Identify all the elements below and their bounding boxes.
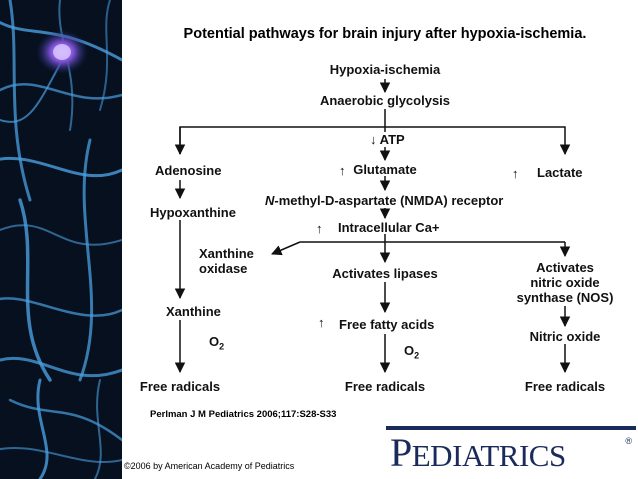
copyright-text: ©2006 by American Academy of Pediatrics [124, 461, 295, 471]
node-hypoxanthine: Hypoxanthine [150, 205, 236, 220]
up-indicator-glutamate: ↑ [339, 163, 346, 178]
node-glutamate: Glutamate [353, 162, 417, 177]
down-indicator: ↓ [370, 132, 377, 147]
node-intracellular-calcium: Intracellular Ca+ [338, 220, 440, 235]
node-nitric-oxide: Nitric oxide [529, 329, 601, 344]
node-adenosine: Adenosine [155, 163, 222, 178]
xanthine-oxidase-line-2: oxidase [199, 261, 248, 276]
up-indicator-lactate: ↑ [512, 166, 519, 181]
node-free-radicals-left: Free radicals [139, 379, 221, 394]
node-free-radicals-right: Free radicals [524, 379, 606, 394]
up-indicator-calcium: ↑ [316, 221, 323, 236]
node-activates-lipases: Activates lipases [332, 266, 438, 281]
logo-wordmark: PEDIATRICS [390, 430, 566, 475]
logo-top-bar [386, 426, 636, 430]
xanthine-oxidase-line-1: Xanthine [199, 246, 254, 261]
node-free-fatty-acids: Free fatty acids [339, 317, 435, 332]
node-lactate: Lactate [537, 165, 583, 180]
citation-text: Perlman J M Pediatrics 2006;117:S28-S33 [150, 409, 337, 420]
nos-line-1: Activates [536, 260, 594, 275]
up-indicator-fatty-acids: ↑ [318, 315, 325, 330]
node-atp: ↓ ATP [370, 132, 405, 147]
nmda-italic-letter: N [265, 193, 275, 208]
nmda-label-rest: -methyl-D-aspartate (NMDA) receptor [274, 193, 504, 208]
node-hypoxia-ischemia: Hypoxia-ischemia [329, 62, 441, 77]
neuron-background-image [0, 0, 122, 479]
node-atp-label: ATP [379, 132, 405, 147]
node-free-radicals-middle: Free radicals [344, 379, 426, 394]
node-anaerobic-glycolysis: Anaerobic glycolysis [319, 93, 451, 108]
neuron-fibers-graphic [0, 0, 122, 479]
arrow-to-xanthine-oxidase [271, 241, 301, 256]
node-nmda-receptor: N-methyl-D-aspartate (NMDA) receptor [265, 193, 503, 208]
nos-line-3: synthase (NOS) [516, 290, 614, 305]
oxygen-label-middle: O2 [404, 343, 420, 361]
slide-title: Potential pathways for brain injury afte… [183, 26, 587, 42]
registered-mark: ® [625, 436, 632, 446]
oxygen-label-left: O2 [209, 334, 225, 352]
pediatrics-logo: PEDIATRICS ® [386, 426, 636, 474]
node-activates-nos: Activates nitric oxide synthase (NOS) [517, 260, 614, 305]
node-xanthine: Xanthine [166, 304, 221, 319]
node-xanthine-oxidase: Xanthine oxidase [199, 246, 254, 276]
nos-line-2: nitric oxide [530, 275, 600, 290]
